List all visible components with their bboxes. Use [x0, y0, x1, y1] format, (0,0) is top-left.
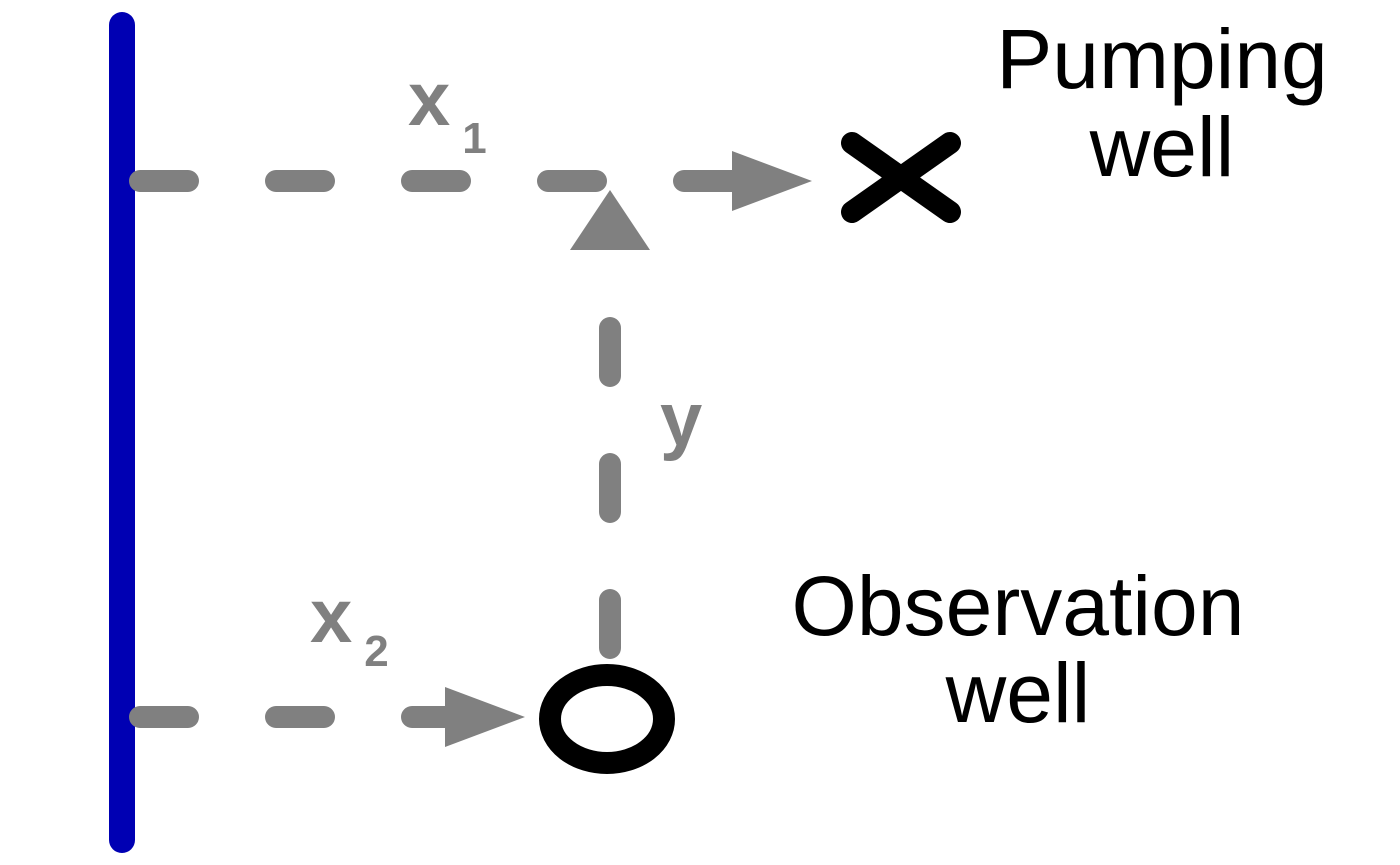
y-dimension	[570, 190, 650, 659]
x-mark-icon	[841, 132, 961, 223]
x1-arrowhead	[732, 151, 812, 211]
pumping-well-label-line1: Pumping	[996, 12, 1328, 106]
circle-icon	[539, 664, 675, 774]
x2-dimension	[129, 687, 525, 747]
y-arrowhead	[570, 190, 650, 250]
observation-well-label-line1: Observation	[792, 559, 1245, 653]
x1-dimension	[129, 151, 812, 211]
observation-well-label-line2: well	[945, 646, 1091, 740]
x2-arrowhead	[445, 687, 525, 747]
pumping-well-label-line2: well	[1089, 100, 1235, 194]
y-label: y	[660, 377, 702, 462]
